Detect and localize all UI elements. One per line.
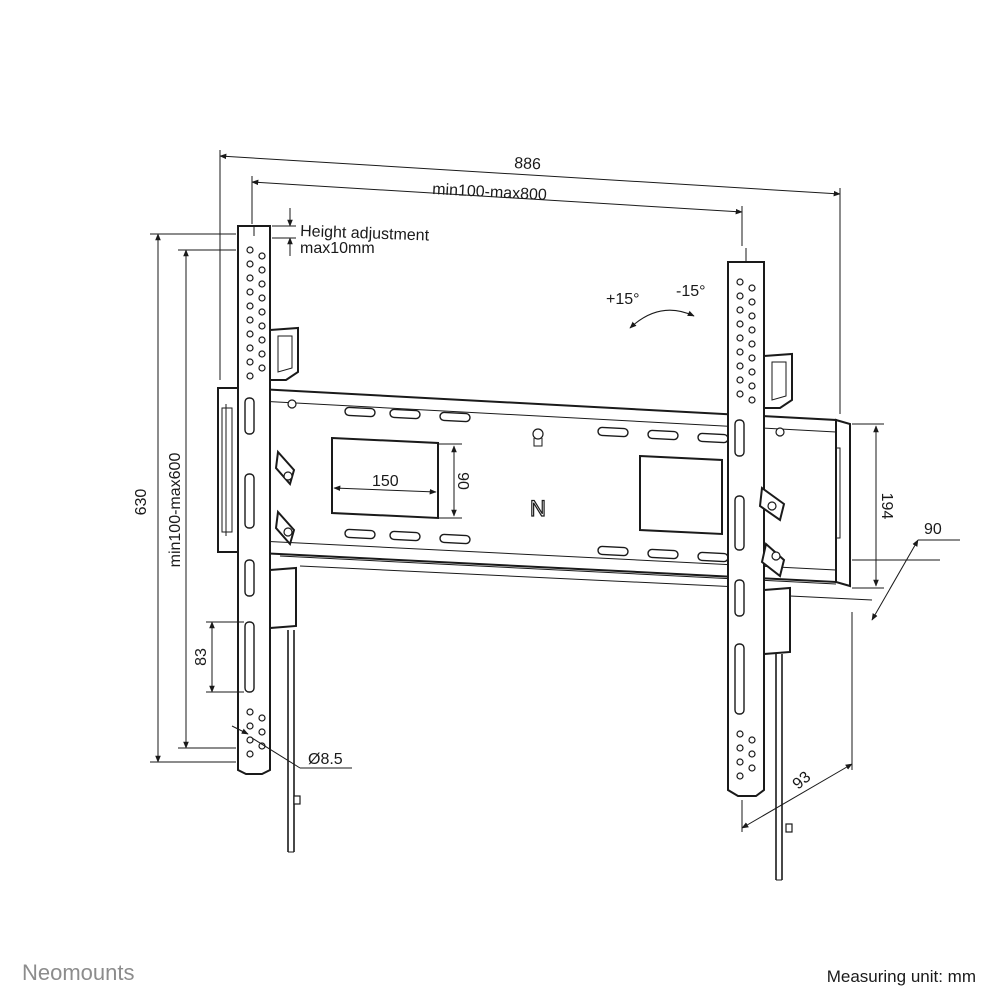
left-safety-strap [287, 630, 301, 853]
dimension-arm-depth [741, 612, 853, 832]
label-hole-diameter: Ø8.5 [308, 751, 343, 768]
measuring-unit-note: Measuring unit: mm [827, 967, 976, 986]
left-tilt-knob-lower-icon [274, 509, 296, 547]
dimension-height-adjustment [272, 208, 296, 256]
label-height-adjustment-max: max10mm [300, 240, 375, 257]
dimension-plate-slot-height [438, 443, 462, 519]
dimension-wall-depth [789, 539, 960, 621]
label-plate-height: 194 [878, 493, 895, 520]
dimension-overall-height [150, 233, 236, 763]
dimension-vesa-width [251, 176, 743, 246]
label-overall-width: 886 [514, 155, 542, 173]
label-vesa-width: min100-max800 [432, 181, 548, 204]
right-safety-strap [775, 654, 793, 881]
right-arm-holes [736, 278, 756, 780]
plate-bottom-slots [344, 528, 729, 563]
dimension-hole-diameter [231, 725, 352, 769]
dimension-plate-slot-width [333, 485, 437, 495]
plate-top-slots [344, 406, 729, 444]
left-tilt-knob-icon [274, 449, 296, 487]
label-plate-slot-width: 150 [372, 473, 399, 490]
label-vesa-height: min100-max600 [167, 453, 184, 568]
label-overall-height: 630 [133, 489, 150, 516]
label-slot-length: 83 [193, 648, 210, 666]
label-arm-depth: 93 [790, 769, 815, 794]
label-tilt-plus: +15° [606, 291, 640, 308]
right-tilt-knob-icon [758, 486, 786, 522]
dimension-vesa-height [178, 249, 236, 749]
keyhole-icon [532, 428, 544, 447]
right-tilt-knob-lower-icon [760, 542, 786, 578]
label-tilt-minus: -15° [676, 283, 706, 300]
dimension-slot-length [206, 621, 244, 693]
plate-right-cutout [639, 454, 723, 536]
label-height-adjustment: Height adjustment [300, 223, 430, 245]
brand-n-logo-icon: N [530, 496, 546, 521]
left-vertical-arm [237, 225, 301, 853]
tilt-arc-icon [629, 309, 695, 329]
label-wall-depth: 90 [924, 521, 942, 538]
label-plate-slot-height: 90 [454, 472, 471, 490]
right-vertical-arm [727, 248, 793, 881]
brand-logo: Neomounts [22, 960, 135, 985]
